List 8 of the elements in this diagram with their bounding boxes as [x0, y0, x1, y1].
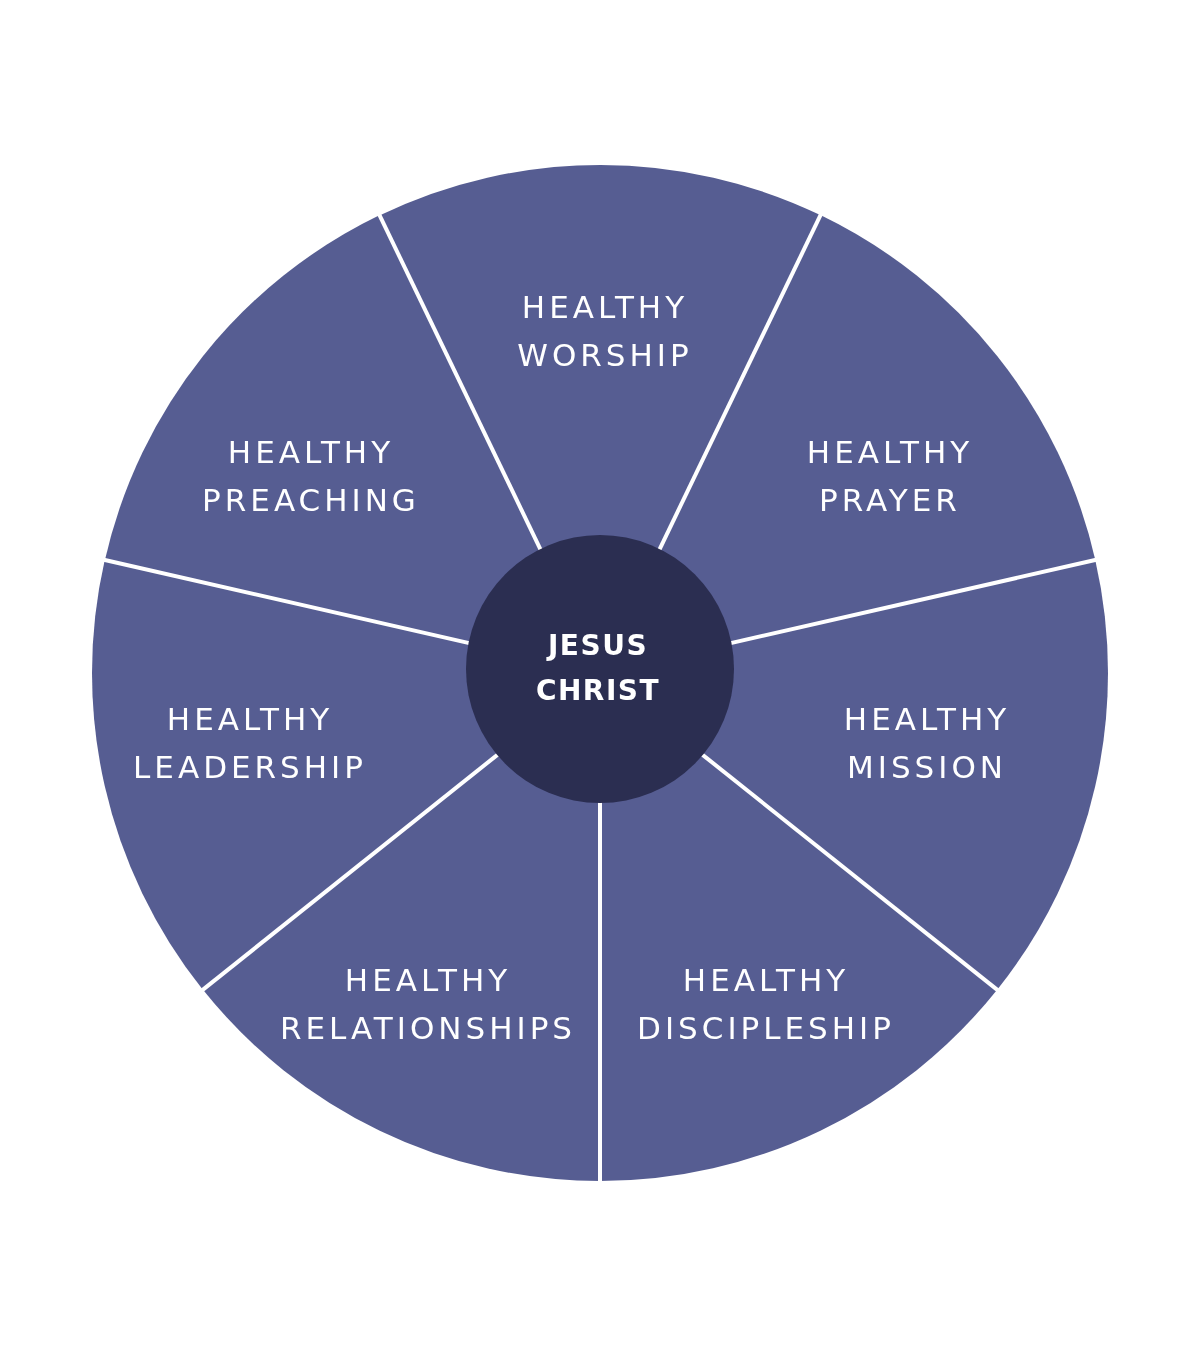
- segment-label: HEALTHY PREACHING: [202, 433, 420, 520]
- segment-label: HEALTHY RELATIONSHIPS: [279, 961, 576, 1048]
- segment-label: HEALTHY PRAYER: [806, 433, 974, 520]
- segment-label: HEALTHY WORSHIP: [517, 288, 693, 375]
- segment-label: HEALTHY DISCIPLESHIP: [637, 961, 895, 1048]
- hub-label: JESUS CHRIST: [535, 628, 661, 709]
- segment-label: HEALTHY LEADERSHIP: [133, 700, 367, 787]
- segment-label: HEALTHY MISSION: [843, 700, 1011, 787]
